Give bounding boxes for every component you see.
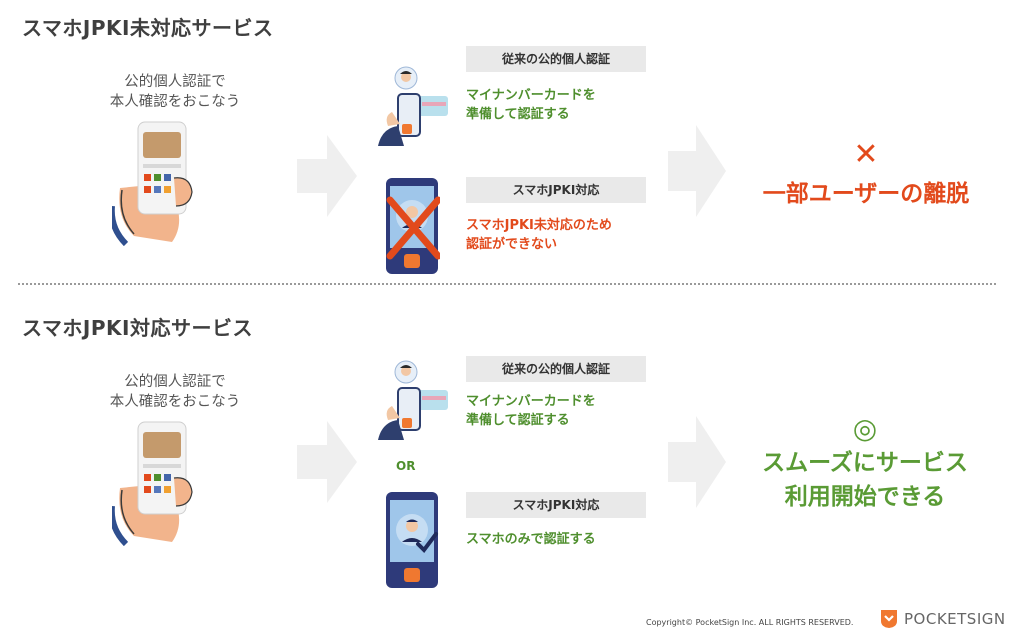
label-traditional-jpki-top: 従来の公的個人認証 (466, 46, 646, 72)
arrow-right-icon (297, 421, 357, 503)
result-success-mark: ◎ (852, 412, 878, 445)
brand-logo: POCKETSIGN (880, 609, 1006, 629)
person-card-illustration-top (378, 66, 448, 146)
hand-phone-illustration-bottom (112, 421, 193, 546)
section-title-unsupported: スマホJPKI未対応サービス (22, 16, 274, 40)
smartphone-blocked-icon (386, 178, 440, 274)
smartphone-verified-icon (386, 492, 438, 588)
desc-line: 準備して認証する (466, 107, 570, 122)
arrow-right-icon (297, 135, 357, 217)
brand-name: POCKETSIGN (904, 610, 1006, 628)
section-divider (18, 283, 996, 285)
result-line: スムーズにサービス (762, 450, 968, 476)
result-fail-text: 一部ユーザーの離脱 (762, 181, 970, 207)
caption-line-1: 公的個人認証で (124, 74, 226, 90)
left-caption-bottom: 公的個人認証で 本人確認をおこなう (80, 372, 270, 412)
person-card-illustration-bottom (378, 360, 448, 440)
pocketsign-logo-icon (881, 610, 897, 628)
copyright-text: Copyright© PocketSign Inc. ALL RIGHTS RE… (646, 618, 854, 627)
desc-line: マイナンバーカードを (466, 88, 596, 103)
arrow-right-icon (668, 125, 726, 217)
desc-traditional-bottom: マイナンバーカードを 準備して認証する (466, 392, 596, 430)
desc-line: スマホJPKI未対応のため (466, 218, 612, 233)
desc-line: マイナンバーカードを (466, 394, 596, 409)
caption-line-2: 本人確認をおこなう (109, 94, 241, 110)
label-traditional-jpki-bottom: 従来の公的個人認証 (466, 356, 646, 382)
section-title-supported: スマホJPKI対応サービス (22, 316, 253, 340)
label-smartphone-jpki-bottom: スマホJPKI対応 (466, 492, 646, 518)
or-label: OR (396, 459, 416, 473)
desc-unsupported-top: スマホJPKI未対応のため 認証ができない (466, 216, 612, 254)
result-success-text: スムーズにサービス 利用開始できる (730, 446, 1000, 514)
result-fail-mark: ✕ (853, 137, 879, 172)
label-smartphone-jpki-top: スマホJPKI対応 (466, 177, 646, 203)
hand-phone-illustration-top (112, 121, 193, 246)
left-caption-top: 公的個人認証で 本人確認をおこなう (80, 72, 270, 112)
desc-smartphone-only: スマホのみで認証する (466, 532, 596, 547)
desc-line: 準備して認証する (466, 413, 570, 428)
desc-traditional-top: マイナンバーカードを 準備して認証する (466, 86, 596, 124)
result-line: 利用開始できる (784, 484, 946, 510)
caption-line-1: 公的個人認証で (124, 374, 226, 390)
desc-line: 認証ができない (466, 237, 558, 252)
caption-line-2: 本人確認をおこなう (109, 394, 241, 410)
arrow-right-icon (668, 416, 726, 508)
